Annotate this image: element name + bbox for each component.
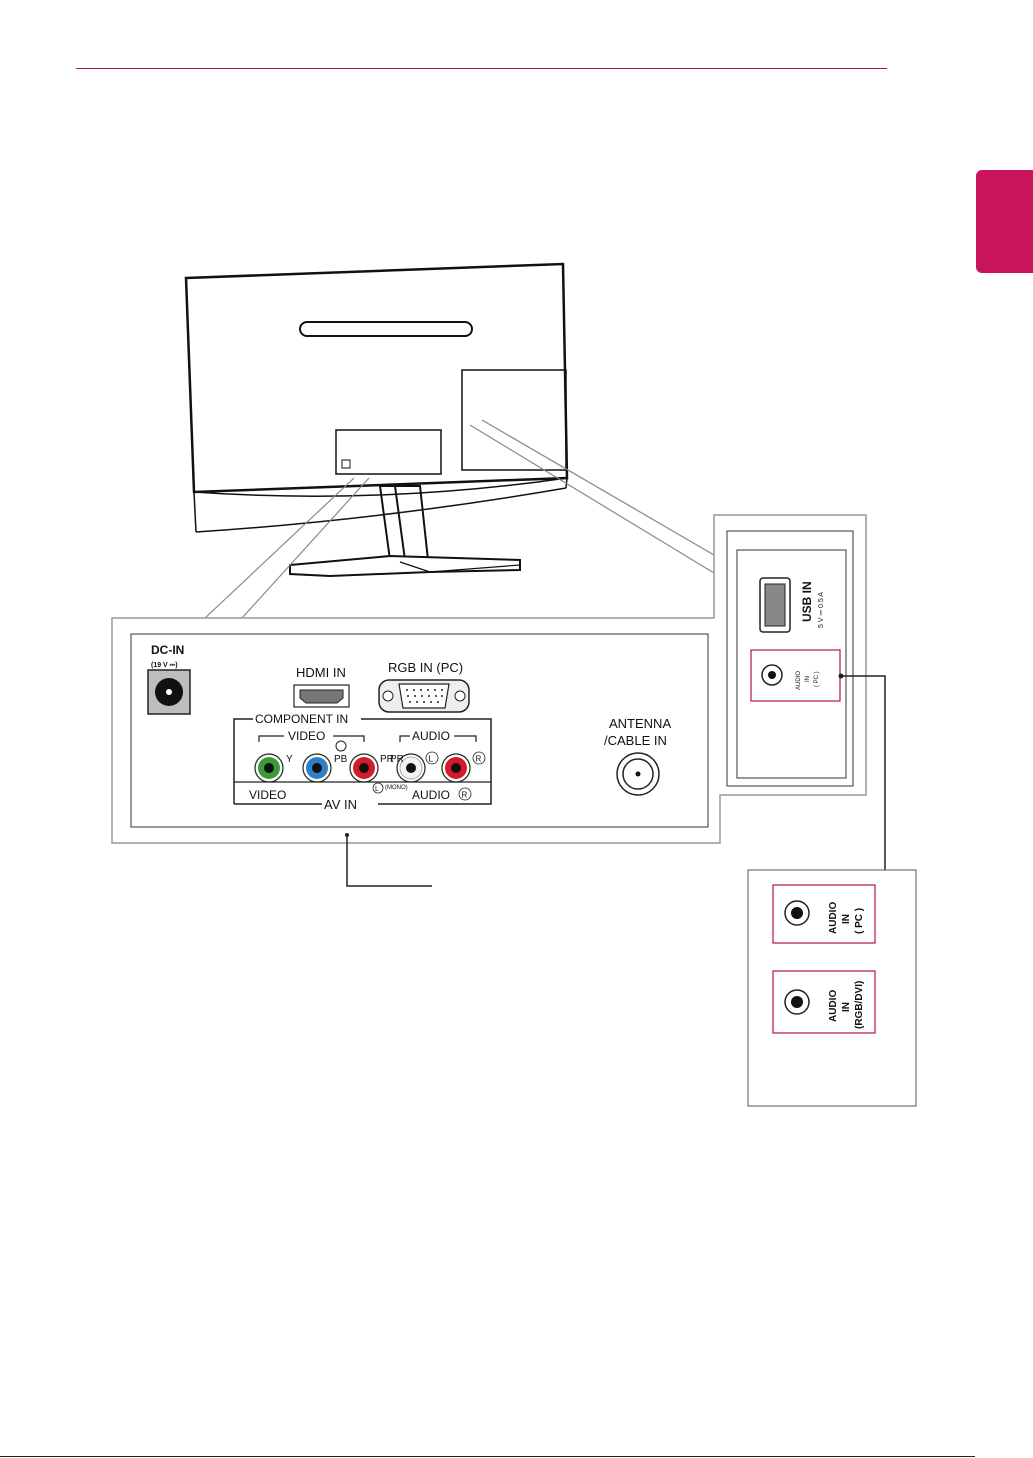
jack-audio-right-red[interactable] <box>442 754 470 782</box>
variant-audio-pc-port[interactable]: AUDIO IN ( PC ) <box>773 885 875 943</box>
component-video-label: VIDEO <box>288 729 325 743</box>
antenna-label-line1: ANTENNA <box>609 716 671 731</box>
r-label: R <box>476 755 482 764</box>
component-audio-label: AUDIO <box>412 729 450 743</box>
av-l-label: L <box>375 786 379 793</box>
component-in-title: COMPONENT IN <box>255 712 348 726</box>
usb-connector-icon <box>765 584 785 626</box>
hdmi-port[interactable]: HDMI IN <box>294 665 349 707</box>
variant-audio-rgbdvi-port[interactable]: AUDIO IN (RGB/DVI) <box>773 971 875 1033</box>
jack-y-green[interactable] <box>255 754 283 782</box>
side-audio-pc-port[interactable]: AUDIO IN ( PC ) <box>751 650 840 701</box>
variant-audio-pc-line1: AUDIO <box>828 902 839 934</box>
variant-audio-rgbdvi-line2: IN <box>841 1002 852 1012</box>
hdmi-label: HDMI IN <box>296 665 346 680</box>
rgb-port[interactable]: RGB IN (PC) <box>379 660 469 712</box>
pr2-label: PR <box>390 754 404 765</box>
variant-audio-pc-line2: IN <box>841 914 852 924</box>
pb-label: PB <box>334 754 348 765</box>
usb-label: USB IN <box>800 581 814 622</box>
stand-neck-left <box>380 486 405 560</box>
side-audio-line2: IN <box>805 676 811 682</box>
audio-jack-icon <box>791 907 803 919</box>
rgb-label: RGB IN (PC) <box>388 660 463 675</box>
side-audio-line1: AUDIO <box>796 671 802 690</box>
monitor-rear-illustration <box>186 264 567 576</box>
antenna-label-line2: /CABLE IN <box>604 733 667 748</box>
l-label: L <box>429 755 434 764</box>
variant-audio-pc-line3: ( PC ) <box>854 908 865 934</box>
av-in-title: AV IN <box>324 797 357 812</box>
monitor-body <box>186 264 567 492</box>
dc-in-port[interactable]: DC-IN (19 V ⎓) <box>148 643 190 714</box>
variant-audio-rgbdvi-line3: (RGB/DVI) <box>854 981 865 1029</box>
av-r-label: R <box>462 791 468 800</box>
mono-label: (MONO) <box>385 785 408 791</box>
audio-jack-icon <box>791 996 803 1008</box>
hdmi-connector-icon <box>300 690 343 703</box>
jack-pr-red[interactable] <box>350 754 378 782</box>
av-video-label: VIDEO <box>249 788 286 802</box>
stand-base <box>290 556 520 576</box>
dc-in-label: DC-IN <box>151 643 184 657</box>
av-audio-label: AUDIO <box>412 788 450 802</box>
variant-audio-rgbdvi-line1: AUDIO <box>828 990 839 1022</box>
audio-jack-icon <box>768 671 776 679</box>
usb-rating: 5 V ⎓ 0.5 A <box>818 592 825 628</box>
screw-icon <box>336 741 346 751</box>
dc-in-rating: (19 V ⎓) <box>151 662 178 669</box>
side-audio-line3: ( PC ) <box>814 671 820 687</box>
jack-pb-blue[interactable] <box>303 754 331 782</box>
y-label: Y <box>286 754 293 765</box>
